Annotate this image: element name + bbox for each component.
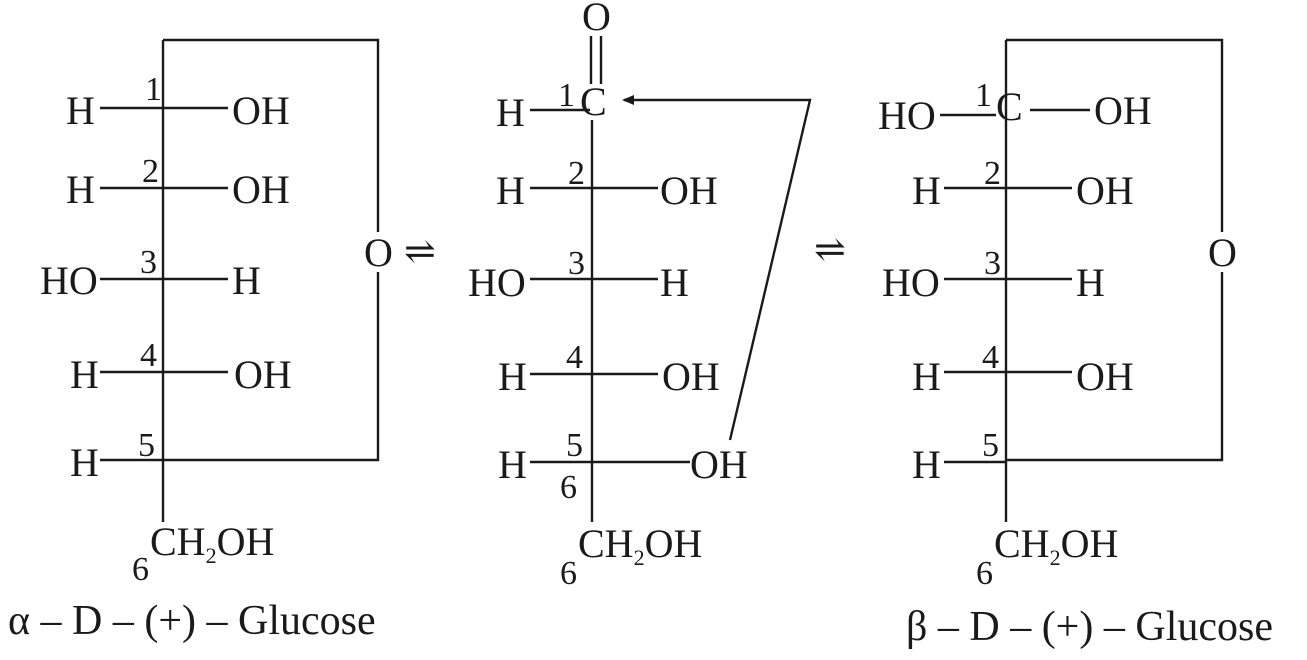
beta-c3-right: H (1076, 260, 1105, 305)
beta-c5-left: H (912, 442, 941, 487)
beta-ring-oxygen: O (1208, 230, 1237, 275)
beta-glucose-structure: HO 1 C OH H 2 OH HO 3 H H 4 OH H 5 O CH2… (878, 38, 1273, 650)
beta-c3-left: HO (882, 260, 940, 305)
equilibrium-arrow-icon: ⇌ (404, 231, 436, 273)
open-c3-right: H (660, 260, 689, 305)
open-c5-num: 5 (566, 427, 583, 464)
beta-c6-num: 6 (976, 555, 993, 592)
alpha-ring-oxygen: O (364, 230, 393, 275)
open-c2-right: OH (660, 168, 718, 213)
alpha-c6-num: 6 (132, 551, 149, 588)
beta-c4-left: H (912, 354, 941, 399)
open-c1-left: H (496, 90, 525, 135)
alpha-c2-right: OH (232, 167, 290, 212)
open-chain-glucose-structure: O 1 C H H 2 OH HO 3 H H 4 OH H 5 OH 6 CH… (468, 0, 812, 592)
open-c2-left: H (496, 168, 525, 213)
beta-c4-right: OH (1076, 354, 1134, 399)
open-c6-num: 6 (560, 555, 577, 592)
alpha-c1-num: 1 (145, 71, 162, 108)
alpha-caption: α – D – (+) – Glucose (8, 598, 376, 644)
alpha-c5-left: H (70, 440, 99, 485)
beta-c2-right: OH (1076, 168, 1134, 213)
open-c2-num: 2 (568, 155, 585, 192)
open-inner-6-num: 6 (560, 469, 577, 506)
alpha-glucose-structure: H 1 OH H 2 OH HO 3 H H 4 OH H 5 O CH2OH … (8, 38, 393, 644)
open-c6-group: CH2OH (578, 521, 702, 570)
beta-c6-group: CH2OH (994, 521, 1118, 570)
alpha-c4-right: OH (234, 352, 292, 397)
open-c4-num: 4 (566, 339, 583, 376)
open-c4-right: OH (662, 354, 720, 399)
beta-c1-right: OH (1094, 88, 1152, 133)
alpha-c4-num: 4 (140, 337, 157, 374)
alpha-c3-num: 3 (140, 244, 157, 281)
open-c1-atom: C (580, 79, 607, 124)
open-c5-left: H (498, 442, 527, 487)
beta-ring-bond (1006, 38, 1224, 232)
alpha-c2-left: H (66, 167, 95, 212)
open-c5-right: OH (690, 442, 748, 487)
alpha-c1-right: OH (232, 88, 290, 133)
alpha-ring-bond (163, 38, 380, 232)
beta-c2-num: 2 (984, 155, 1001, 192)
open-c4-left: H (498, 354, 527, 399)
open-c3-left: HO (468, 260, 526, 305)
alpha-c3-right: H (232, 258, 261, 303)
alpha-c3-left: HO (40, 258, 98, 303)
beta-ring-bond-lower (1006, 272, 1224, 462)
carbonyl-oxygen: O (582, 0, 611, 39)
alpha-c5-num: 5 (138, 427, 155, 464)
alpha-c6-group: CH2OH (150, 519, 274, 568)
ring-closure-arrow-icon (622, 95, 812, 441)
beta-c1-left: HO (878, 93, 936, 138)
beta-c1-num: 1 (975, 77, 992, 114)
beta-c1-atom: C (996, 84, 1023, 129)
beta-caption: β – D – (+) – Glucose (906, 604, 1273, 650)
alpha-c1-left: H (66, 88, 95, 133)
alpha-c2-num: 2 (142, 153, 159, 190)
beta-c5-num: 5 (982, 427, 999, 464)
beta-c2-left: H (912, 168, 941, 213)
alpha-ring-bond-lower (163, 272, 380, 462)
beta-c4-num: 4 (982, 339, 999, 376)
equilibrium-arrow-icon: ⇌ (814, 229, 846, 271)
open-c3-num: 3 (568, 245, 585, 282)
beta-c3-num: 3 (984, 245, 1001, 282)
alpha-c4-left: H (70, 352, 99, 397)
open-c1-num: 1 (558, 77, 575, 114)
